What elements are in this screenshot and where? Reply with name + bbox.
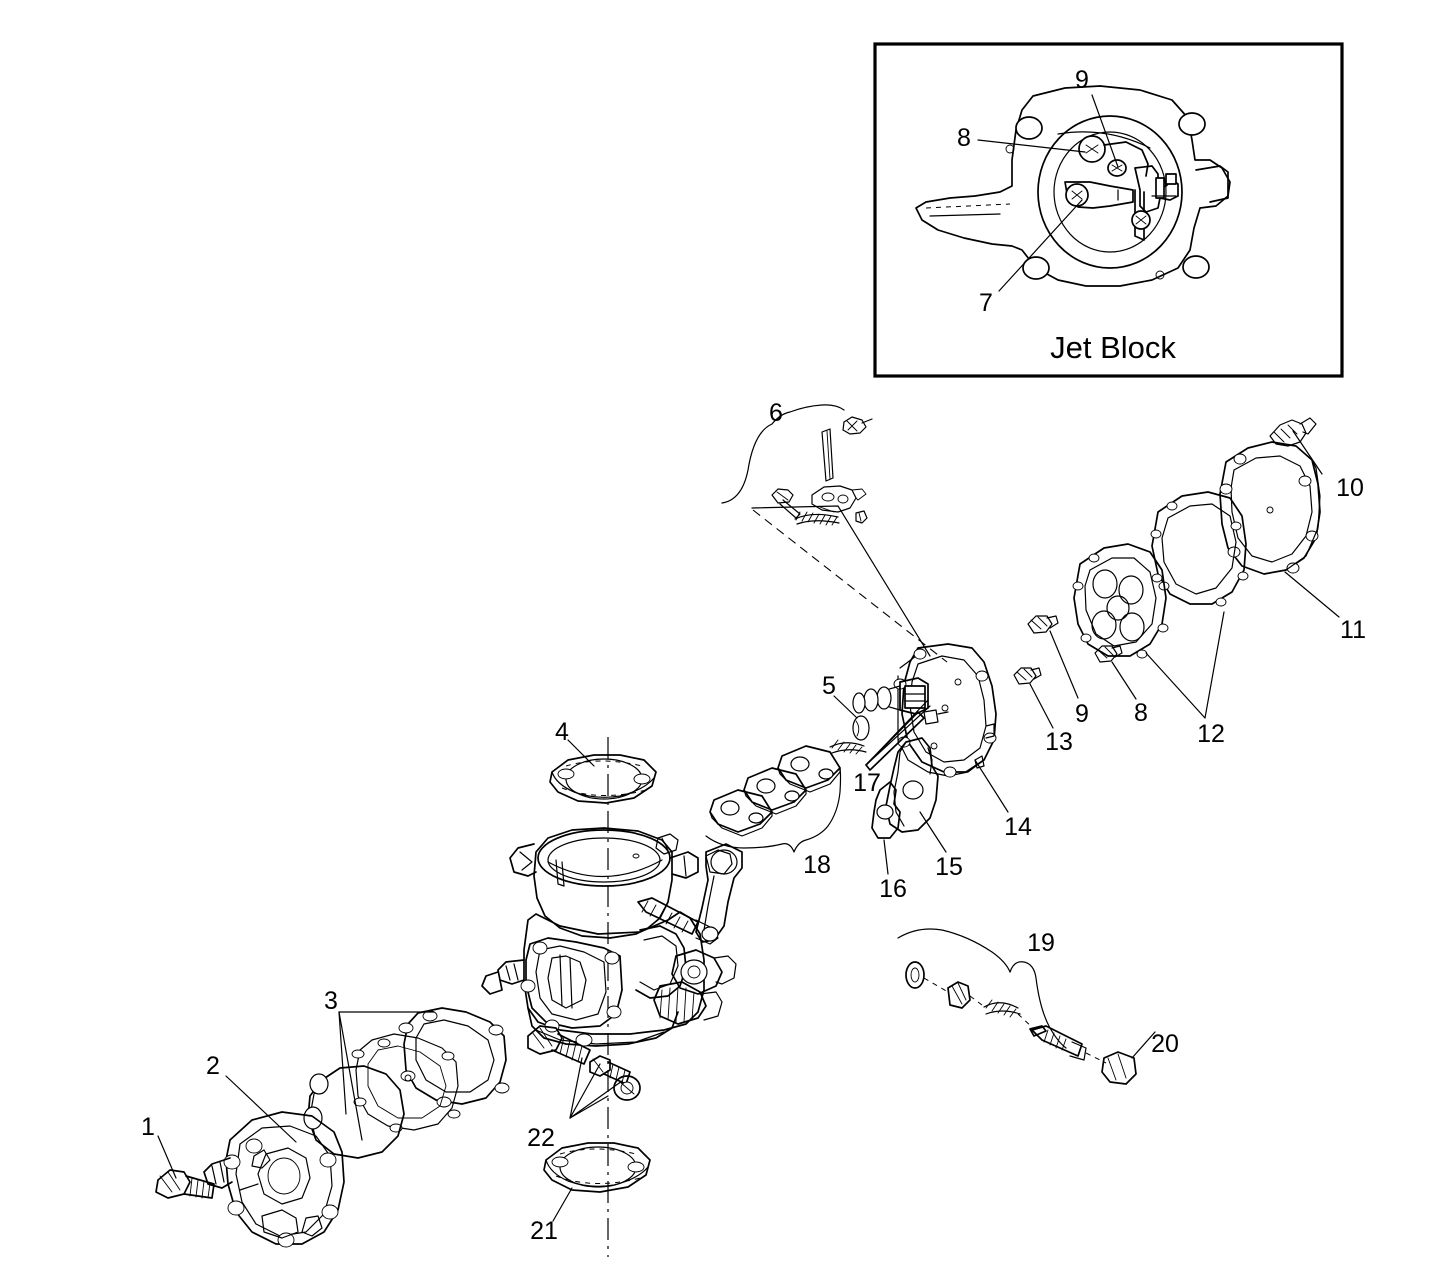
part-2-fuel-pump-body <box>203 1075 345 1248</box>
callout-9: 9 <box>1075 700 1089 728</box>
part-6-needle-seat-kit: 6 <box>721 399 948 663</box>
callout-14: 14 <box>1004 813 1032 841</box>
part-18-cam-plate-set <box>705 739 867 853</box>
callout-19: 19 <box>1027 929 1055 957</box>
callout-18: 18 <box>803 851 831 879</box>
callout-15: 15 <box>935 853 963 881</box>
callout-21: 21 <box>530 1217 558 1245</box>
part-15-pump-diaphragm <box>885 737 947 853</box>
part-21-lower-flange-gasket <box>543 1142 651 1222</box>
part-11-regulator-cover <box>1219 441 1321 575</box>
callout-6: 6 <box>769 399 783 427</box>
carburetor-body <box>481 827 743 1047</box>
part-20-cap <box>1101 1031 1156 1085</box>
inset-callout-9: 9 <box>1075 66 1089 94</box>
part-4-upper-flange-gasket <box>549 739 657 804</box>
part-13-screw <box>1013 667 1054 729</box>
part-3-fuel-pump-gasket-set <box>303 1007 510 1159</box>
jet-block-inset-title: Jet Block <box>1050 330 1176 365</box>
part-6-spring <box>794 511 840 526</box>
callout-13: 13 <box>1045 728 1073 756</box>
callout-12: 12 <box>1197 720 1225 748</box>
jet-block-body <box>915 85 1231 287</box>
callout-10: 10 <box>1336 474 1364 502</box>
part-18-spring <box>829 739 867 755</box>
inset-callout-8: 8 <box>957 124 971 152</box>
callout-2: 2 <box>206 1052 220 1080</box>
callout-8: 8 <box>1134 699 1148 727</box>
part-5-o-ring <box>833 695 870 741</box>
callout-11: 11 <box>1340 616 1366 644</box>
jet-block-leader-lines <box>977 94 1119 292</box>
part-22-fitting-set <box>527 1025 641 1119</box>
part-1-screw <box>155 1135 215 1199</box>
throttle-lever <box>695 843 743 943</box>
part-6-clip <box>855 510 868 524</box>
callout-1: 1 <box>141 1113 155 1141</box>
callout-20: 20 <box>1151 1030 1179 1058</box>
jet-block-inset: 9 8 7 Jet Block <box>873 42 1344 378</box>
part-6-assembly-axis <box>752 509 948 663</box>
part-6-needle <box>771 488 801 519</box>
part-16-check-valve-reed <box>871 781 901 875</box>
part-9-screw <box>1027 615 1079 699</box>
inset-callout-7: 7 <box>979 289 993 317</box>
callout-5: 5 <box>822 672 836 700</box>
part-12-regulator-gasket-set <box>1072 491 1249 719</box>
part-10-cover-screw <box>1269 417 1323 475</box>
callout-4: 4 <box>555 718 569 746</box>
callout-22: 22 <box>527 1124 555 1152</box>
part-6-seat-bracket <box>811 485 867 513</box>
callout-3: 3 <box>324 987 338 1015</box>
part-19-spring <box>983 999 1021 1018</box>
throttle-cam-cluster <box>653 949 737 1025</box>
part-6-pin <box>821 428 834 482</box>
callout-16: 16 <box>879 875 907 903</box>
part-19-mixture-screw-kit <box>897 928 1156 1085</box>
jet-block-inset-border <box>873 42 1344 378</box>
callout-labels: 1 2 3 4 5 8 9 10 11 12 13 14 15 16 17 18… <box>141 474 1366 1245</box>
callout-17: 17 <box>853 769 881 797</box>
part-8-screw <box>1094 645 1137 700</box>
part-17-spacers-leader <box>865 699 931 771</box>
callout-11-leader <box>1284 571 1340 618</box>
part-6-screw <box>842 416 873 435</box>
